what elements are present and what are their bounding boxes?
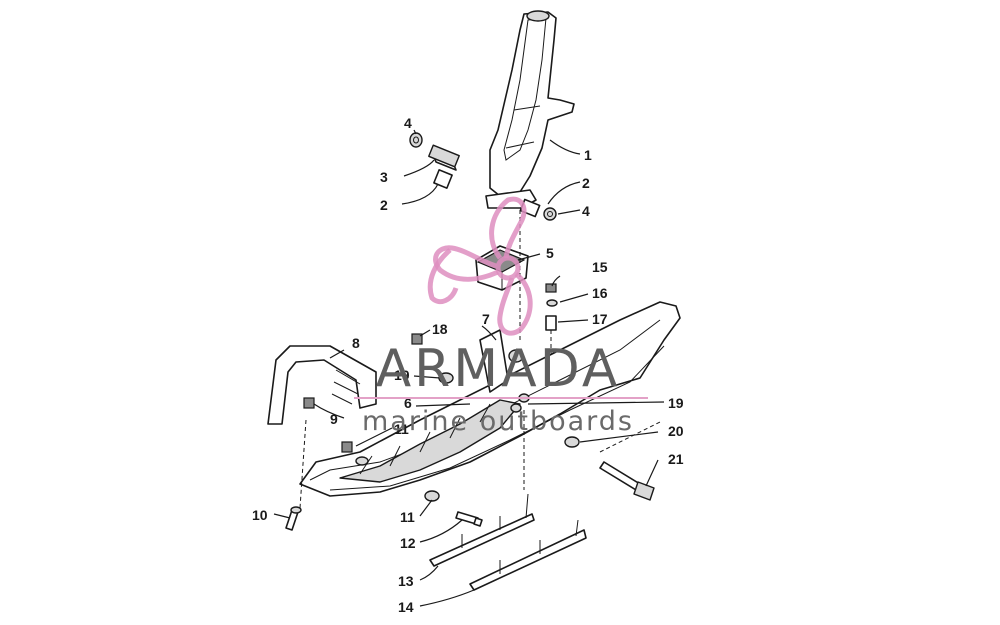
callout-6: 6	[404, 395, 412, 411]
watermark-tagline: marine outboards	[362, 406, 634, 437]
callout-labels: 1 2 2 3 4 4 5 6 7 8 9 10 11 11 12 13 14 …	[252, 115, 684, 615]
watermark: ARMADA marine outboards	[354, 196, 648, 437]
callout-3: 3	[380, 169, 388, 185]
callout-8: 8	[352, 335, 360, 351]
callout-15: 15	[592, 259, 608, 275]
callout-19-left: 19	[394, 367, 410, 383]
callout-4-right: 4	[582, 203, 590, 219]
callout-4-left: 4	[404, 115, 412, 131]
wear-bar-upper	[429, 493, 535, 567]
assembly-axis-2	[299, 419, 307, 509]
callout-14: 14	[398, 599, 414, 615]
callout-11-lower: 11	[400, 509, 415, 525]
callout-18: 18	[432, 321, 448, 337]
callout-12: 12	[400, 535, 416, 551]
callout-11-upper: 11	[394, 421, 409, 437]
ski-handle-part	[267, 345, 377, 425]
spindle-part	[485, 10, 575, 209]
callout-2-right: 2	[582, 175, 590, 191]
watermark-brand: ARMADA	[376, 339, 621, 399]
leader-lines	[273, 129, 665, 607]
propeller-logo-icon	[427, 196, 533, 336]
callout-2-left: 2	[380, 197, 388, 213]
callout-1: 1	[584, 147, 592, 163]
callout-16: 16	[592, 285, 608, 301]
callout-10: 10	[252, 507, 268, 523]
small-hardware	[285, 333, 655, 531]
callout-17: 17	[592, 311, 608, 327]
callout-20: 20	[668, 423, 684, 439]
callout-21: 21	[668, 451, 684, 467]
callout-19-right: 19	[668, 395, 684, 411]
wear-bar-lower	[469, 519, 587, 591]
bushing-left-group	[409, 132, 460, 189]
callout-7: 7	[482, 311, 490, 327]
callout-9: 9	[330, 411, 338, 427]
callout-5: 5	[546, 245, 554, 261]
callout-13: 13	[398, 573, 414, 589]
